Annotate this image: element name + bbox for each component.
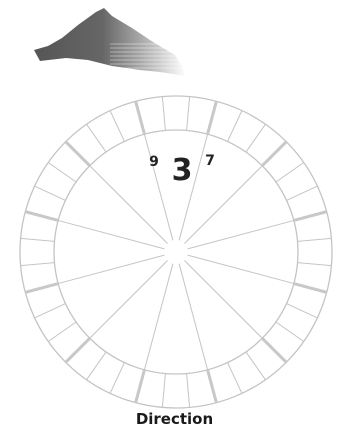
dial-major-tick [25,284,58,293]
center-value: 3 [172,153,193,188]
dial-major-tick [136,101,145,134]
right-value: 7 [205,153,215,169]
dial-major-tick [294,212,327,221]
dial-minor-tick [110,363,124,394]
dial-minor-tick [298,238,332,241]
mountain-logo-icon [0,0,200,80]
dial-minor-tick [110,111,124,142]
dial-minor-tick [21,263,55,266]
dial-minor-tick [228,363,242,394]
dial-major-tick [208,370,217,403]
dial-minor-tick [246,352,266,380]
dial-minor-tick [21,238,55,241]
dial-major-tick [208,101,217,134]
dial-minor-tick [287,304,318,318]
dial-major-tick [294,284,327,293]
mountain-silhouette [34,8,186,76]
dial-minor-tick [187,97,190,131]
dial-minor-tick [276,322,304,342]
dial-minor-tick [276,163,304,183]
dial-major-tick [66,338,90,362]
dial-minor-tick [228,111,242,142]
dial-major-tick [262,338,286,362]
dial-minor-tick [48,322,76,342]
dial-ticks [21,97,332,408]
dial-major-tick [66,142,90,166]
dial-minor-tick [48,163,76,183]
mountain-stripes [110,44,186,68]
dial-minor-tick [162,97,165,131]
left-value: 9 [149,154,159,170]
dial-minor-tick [287,186,318,200]
dial-minor-tick [187,374,190,408]
dial-minor-tick [35,186,66,200]
dial-minor-tick [87,352,107,380]
dial-major-tick [136,370,145,403]
direction-dial[interactable]: 9 3 7 [0,80,349,427]
dial-major-tick [25,212,58,221]
dial-minor-tick [246,124,266,152]
dial-minor-tick [87,124,107,152]
dial-label: Direction [0,411,349,427]
dial-minor-tick [298,263,332,266]
dial-minor-tick [35,304,66,318]
dial-major-tick [262,142,286,166]
dial-minor-tick [162,374,165,408]
